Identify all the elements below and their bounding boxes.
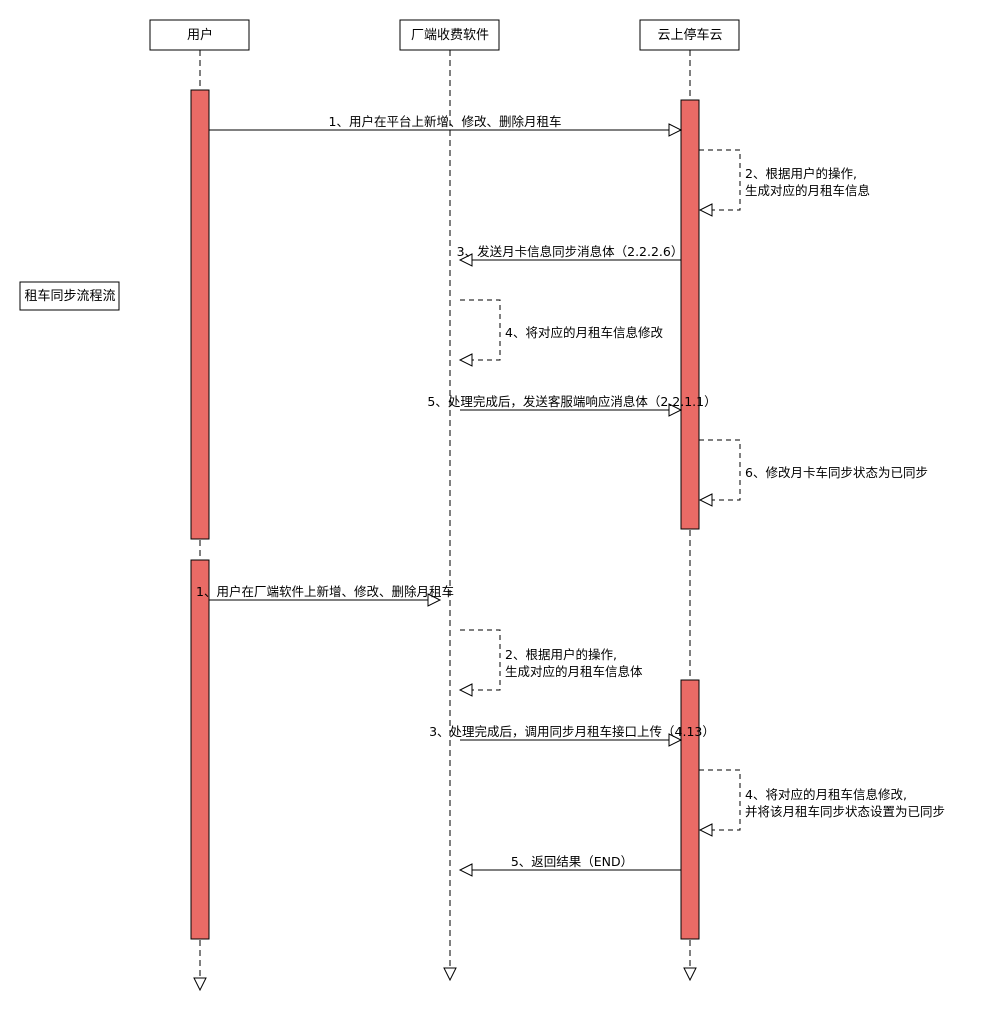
- flow2-msg5-arrow: [458, 863, 473, 877]
- activation-user-flow1: [190, 89, 210, 540]
- participant-cloud: 云上停车云: [639, 19, 740, 51]
- flow1-msg1-label: 1、用户在平台上新增、修改、删除月租车: [329, 114, 562, 129]
- lifeline-end-arrow-user: [193, 977, 207, 992]
- participant-parking-software-label: 厂端收费软件: [411, 28, 489, 43]
- participant-user: 用户: [149, 19, 250, 51]
- flow2-msg2-label-line2: 生成对应的月租车信息体: [505, 664, 643, 679]
- flow1-msg4-line: [460, 299, 501, 361]
- participant-parking-software: 厂端收费软件: [399, 19, 500, 51]
- activation-cloud-flow2: [680, 679, 700, 940]
- flow2-msg3-label: 3、处理完成后，调用同步月租车接口上传（4.13）: [429, 724, 715, 739]
- flow2-msg4-line: [699, 769, 741, 831]
- flow1-msg2-label-line2: 生成对应的月租车信息: [745, 183, 870, 198]
- flow2-msg2-line: [460, 629, 501, 691]
- flow2-msg1-arrow: [427, 593, 442, 607]
- flow1-msg2-label-line1: 2、根据用户的操作,: [745, 166, 857, 181]
- flow2-msg2-label-line1: 2、根据用户的操作,: [505, 647, 617, 662]
- flow2-msg3-arrow: [668, 733, 683, 747]
- lifeline-end-arrow-cloud: [683, 967, 697, 982]
- activation-user-flow2: [190, 559, 210, 940]
- activation-cloud-flow1: [680, 99, 700, 530]
- flow2-msg4-arrow: [698, 823, 713, 837]
- flow1-msg3-arrow: [458, 253, 473, 267]
- flow1-msg1-arrow: [668, 123, 683, 137]
- flow1-msg3-label: 3、发送月卡信息同步消息体（2.2.2.6）: [457, 244, 684, 259]
- flow1-msg5-arrow: [668, 403, 683, 417]
- lifeline-end-arrow-parking-software: [443, 967, 457, 982]
- flow-frame-label-text: 租车同步流程流: [24, 288, 115, 304]
- flow2-msg4-label-line2: 并将该月租车同步状态设置为已同步: [745, 804, 945, 819]
- flow2-msg2-arrow: [458, 683, 473, 697]
- flow1-msg4-label: 4、将对应的月租车信息修改: [505, 325, 663, 340]
- flow-frame-label: 租车同步流程流: [19, 281, 120, 311]
- flow1-msg6-label: 6、修改月卡车同步状态为已同步: [745, 465, 928, 480]
- flow2-msg1-label: 1、用户在厂端软件上新增、修改、删除月租车: [196, 584, 454, 599]
- flow1-msg6-line: [699, 439, 741, 501]
- flow1-msg4-arrow: [458, 353, 473, 367]
- flow1-msg2-arrow: [698, 203, 713, 217]
- flow1-msg6-arrow: [698, 493, 713, 507]
- flow1-msg2-line: [699, 149, 741, 211]
- participant-user-label: 用户: [187, 27, 213, 43]
- flow1-msg5-label: 5、处理完成后，发送客服端响应消息体（2.2.1.1）: [427, 394, 716, 409]
- flow2-msg4-label-line1: 4、将对应的月租车信息修改,: [745, 787, 907, 802]
- flow2-msg5-label: 5、返回结果（END）: [511, 854, 633, 869]
- participant-cloud-label: 云上停车云: [657, 27, 722, 43]
